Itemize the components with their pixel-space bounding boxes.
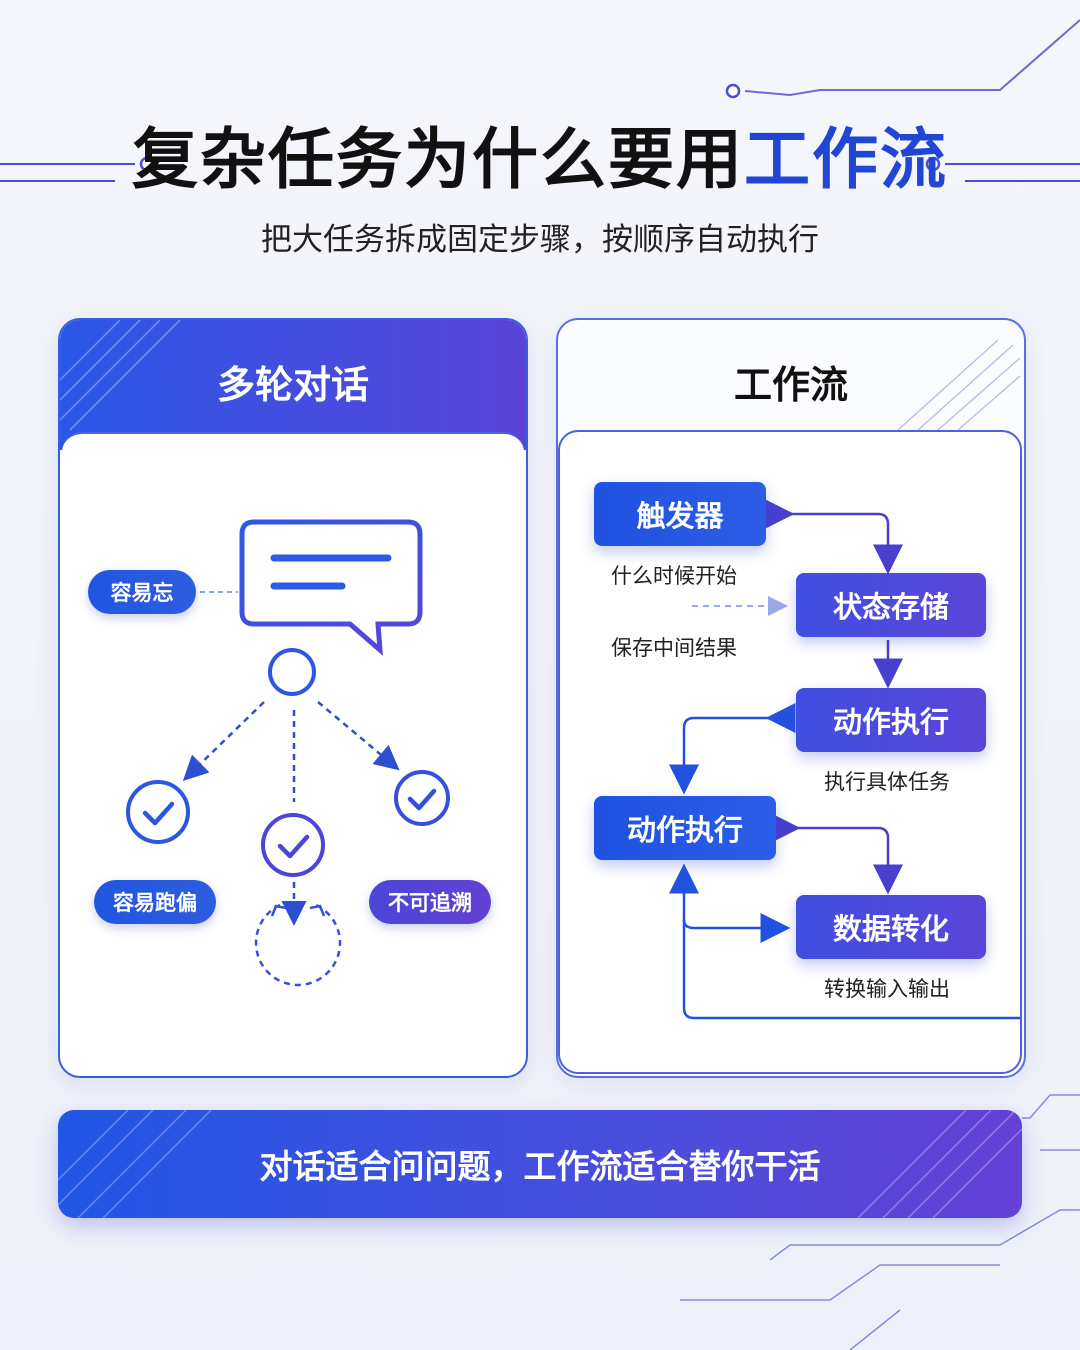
label-easy-to-drift: 容易跑偏 — [94, 880, 216, 924]
trigger-caption: 什么时候开始 — [611, 564, 737, 588]
check-circle-icon — [126, 780, 190, 844]
label-easy-to-forget: 容易忘 — [88, 570, 196, 614]
page-title: 复杂任务为什么要用工作流 — [0, 118, 1080, 202]
panel-header: 多轮对话 — [60, 320, 526, 450]
data-transform-node: 数据转化 — [796, 895, 986, 959]
label-untraceable: 不可追溯 — [369, 880, 491, 924]
dialogue-tree-diagram — [126, 519, 450, 987]
transform-caption: 转换输入输出 — [824, 977, 950, 1001]
trigger-node: 触发器 — [594, 482, 766, 546]
check-circle-icon — [261, 813, 325, 877]
panel-title: 工作流 — [733, 363, 848, 407]
summary-banner: 对话适合问问题，工作流适合替你干活 — [58, 1110, 1022, 1218]
workflow-connectors — [669, 499, 1020, 1020]
summary-text: 对话适合问问题，工作流适合替你干活 — [259, 1147, 821, 1186]
action-node-right: 动作执行 — [796, 688, 986, 752]
state-storage-node: 状态存储 — [796, 573, 986, 637]
check-circle-icon — [394, 770, 450, 826]
panel-title: 多轮对话 — [216, 365, 369, 407]
state-caption: 保存中间结果 — [611, 636, 737, 660]
header-hatch-decoration — [60, 320, 181, 431]
header-hatch-decoration — [897, 339, 1021, 431]
action-node-left: 动作执行 — [594, 796, 776, 860]
root-node-circle — [268, 648, 316, 696]
banner-hatch-decoration — [58, 1110, 1022, 1218]
title-accent: 工作流 — [744, 121, 948, 198]
title-main: 复杂任务为什么要用 — [132, 121, 744, 198]
dashed-loop-icon — [254, 903, 342, 987]
action-caption: 执行具体任务 — [824, 770, 950, 794]
page-subtitle: 把大任务拆成固定步骤，按顺序自动执行 — [261, 222, 819, 258]
